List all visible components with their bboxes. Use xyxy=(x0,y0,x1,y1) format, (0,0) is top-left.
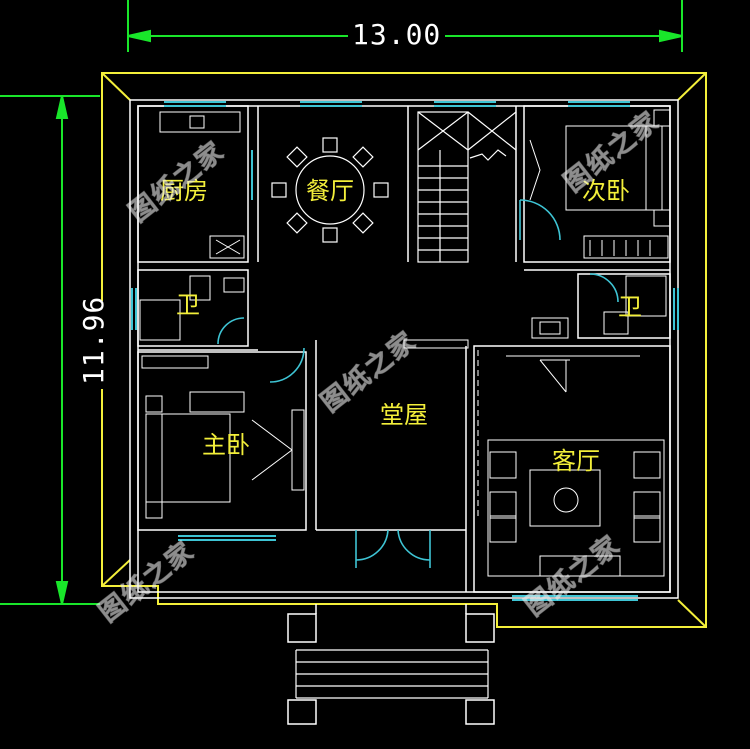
room-label-second-bedroom: 次卧 xyxy=(582,177,630,205)
hall-door-marker xyxy=(403,339,469,349)
second-bedroom-furniture xyxy=(529,109,671,259)
building-outline xyxy=(101,72,707,628)
room-label-bathroom-left: 卫 xyxy=(176,291,200,319)
room-label-living-room: 客厅 xyxy=(552,447,600,475)
bathroom-fixtures xyxy=(139,275,667,341)
height-dimension-label: 11.96 xyxy=(77,296,110,389)
room-label-main-hall: 堂屋 xyxy=(380,401,428,429)
walls xyxy=(129,99,679,725)
windows xyxy=(131,101,679,601)
staircase xyxy=(417,111,517,263)
entrance-steps xyxy=(295,649,489,699)
room-label-master-bedroom: 主卧 xyxy=(202,431,250,459)
room-label-bathroom-right: 卫 xyxy=(618,293,642,321)
doors xyxy=(217,199,619,568)
master-bedroom-furniture xyxy=(141,355,305,519)
dining-table xyxy=(271,137,389,243)
hall-partition xyxy=(465,350,479,520)
room-label-kitchen: 厨房 xyxy=(160,177,208,205)
kitchen-fixtures xyxy=(159,111,245,259)
width-dimension-label: 13.00 xyxy=(348,20,446,50)
living-room-furniture xyxy=(487,355,665,577)
room-label-dining: 餐厅 xyxy=(306,177,354,205)
